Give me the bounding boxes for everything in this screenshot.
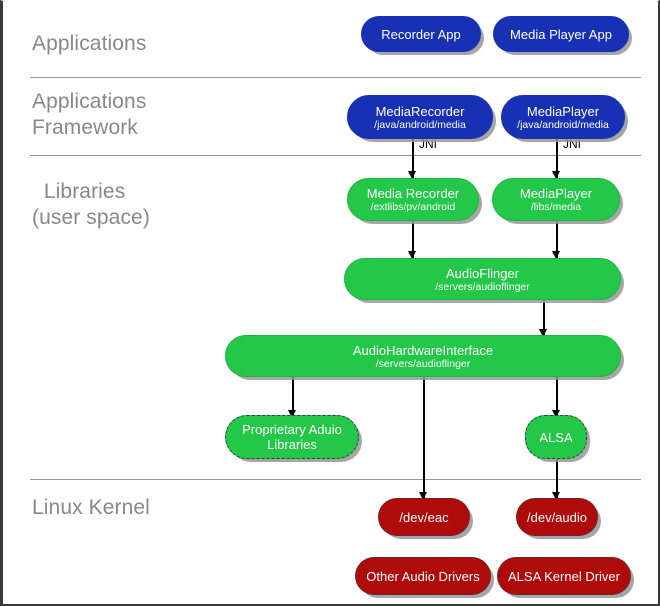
arrowhead-alsa-to-dev-audio: [552, 492, 560, 500]
arrowhead-mediarecorderlib-to-audioflinger: [408, 251, 416, 259]
node-mediarecorder-framework-title: MediaRecorder: [375, 103, 465, 119]
edge-label-jni-player: JNI: [563, 137, 581, 151]
node-mediarecorder-framework-path: /java/android/media: [374, 118, 466, 131]
node-audioflinger[interactable]: AudioFlinger /servers/audioflinger: [344, 258, 621, 300]
node-dev-audio-title: /dev/audio: [527, 509, 587, 525]
connector-mediarecorder-to-lib: [412, 139, 414, 179]
layer-label-applications-framework: Applications Framework: [32, 90, 147, 139]
node-media-recorder-lib-title: Media Recorder: [366, 186, 460, 201]
arrowhead-mediaplayer-to-lib: [552, 171, 560, 179]
node-alsa[interactable]: ALSA: [525, 415, 587, 459]
connector-audioflinger-to-audiohardwareinterface: [543, 299, 545, 335]
node-alsa-title: ALSA: [539, 429, 573, 445]
layer-label-libraries: Libraries (user space): [32, 180, 150, 229]
node-recorder-app-title: Recorder App: [381, 26, 461, 42]
node-audioflinger-title: AudioFlinger: [446, 265, 519, 281]
arrowhead-ahi-to-proprietary: [288, 410, 296, 418]
connector-mediarecorderlib-to-audioflinger: [412, 221, 414, 259]
node-media-recorder-lib[interactable]: Media Recorder /extlibs/pv/android: [347, 178, 479, 221]
node-audioflinger-path: /servers/audioflinger: [435, 280, 530, 293]
node-mediaplayer-lib-title: MediaPlayer: [519, 186, 593, 201]
layer-label-linux-kernel: Linux Kernel: [32, 496, 150, 519]
connector-ahi-to-dev-eac: [423, 376, 425, 498]
connector-alsa-to-dev-audio: [556, 459, 558, 499]
connector-mediaplayer-to-lib: [556, 139, 558, 179]
node-proprietary-audio-libraries-title: Proprietary Aduio Libraries: [242, 422, 342, 452]
node-dev-eac-title: /dev/eac: [399, 509, 449, 525]
node-proprietary-audio-libraries[interactable]: Proprietary Aduio Libraries: [225, 415, 359, 459]
node-other-audio-drivers[interactable]: Other Audio Drivers: [355, 557, 491, 595]
arrowhead-mediaplayerlib-to-audioflinger: [552, 251, 560, 259]
node-mediaplayer-framework-title: MediaPlayer: [526, 103, 600, 119]
node-mediaplayer-lib-path: /libs/media: [530, 201, 582, 213]
node-dev-audio[interactable]: /dev/audio: [516, 498, 598, 536]
divider-kernel: [30, 479, 641, 480]
node-mediaplayer-framework[interactable]: MediaPlayer /java/android/media: [501, 95, 625, 139]
node-audiohardwareinterface[interactable]: AudioHardwareInterface /servers/audiofli…: [225, 335, 621, 377]
node-alsa-kernel-driver[interactable]: ALSA Kernel Driver: [497, 557, 631, 595]
node-mediarecorder-framework[interactable]: MediaRecorder /java/android/media: [347, 95, 493, 139]
node-media-player-app[interactable]: Media Player App: [493, 16, 629, 52]
node-media-recorder-lib-path: /extlibs/pv/android: [370, 201, 456, 213]
node-other-audio-drivers-title: Other Audio Drivers: [366, 568, 480, 584]
arrowhead-mediarecorder-to-lib: [408, 171, 416, 179]
node-dev-eac[interactable]: /dev/eac: [378, 498, 470, 536]
divider-applications: [30, 77, 641, 78]
node-audiohardwareinterface-title: AudioHardwareInterface: [352, 342, 494, 358]
connector-mediaplayerlib-to-audioflinger: [556, 221, 558, 259]
connector-ahi-to-alsa: [556, 376, 558, 416]
arrowhead-audioflinger-to-audiohardwareinterface: [539, 329, 547, 337]
layer-label-applications: Applications: [32, 32, 147, 55]
node-audiohardwareinterface-path: /servers/audioflinger: [375, 357, 471, 370]
node-media-player-app-title: Media Player App: [510, 26, 612, 42]
node-mediaplayer-framework-path: /java/android/media: [517, 118, 609, 131]
node-alsa-kernel-driver-title: ALSA Kernel Driver: [508, 568, 620, 584]
node-recorder-app[interactable]: Recorder App: [361, 16, 481, 52]
node-mediaplayer-lib[interactable]: MediaPlayer /libs/media: [492, 178, 620, 221]
arrowhead-ahi-to-dev-eac: [419, 492, 427, 500]
divider-framework: [30, 155, 641, 156]
arrowhead-ahi-to-alsa: [552, 410, 560, 418]
edge-label-jni-recorder: JNI: [419, 137, 437, 151]
connector-ahi-to-proprietary: [292, 376, 294, 416]
